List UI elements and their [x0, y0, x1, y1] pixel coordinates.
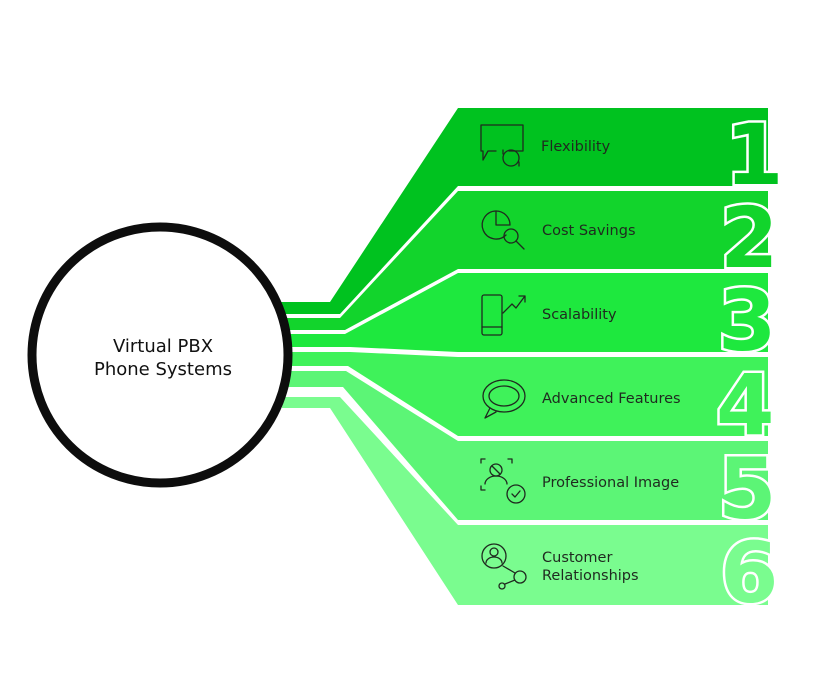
- ribbon-4-shape: [288, 352, 768, 436]
- ribbon-5-shape: [286, 371, 768, 520]
- chat-refresh-icon: [480, 124, 524, 167]
- ribbon-3-number: 3: [718, 272, 776, 370]
- ribbon-3-shape: [286, 273, 768, 352]
- profile-check-icon: [480, 458, 526, 504]
- hub-title-line1: Virtual PBX: [113, 336, 213, 357]
- ribbon-2-number: 2: [720, 189, 778, 287]
- hub-title-line2: Phone Systems: [94, 359, 232, 380]
- pie-chart-search-icon: [481, 210, 525, 250]
- phone-growth-icon: [481, 294, 526, 336]
- user-network-icon: [481, 543, 527, 590]
- ribbon-6-shape: [282, 397, 768, 605]
- ribbon-1-number: 1: [725, 106, 783, 204]
- ribbon-2-shape: [283, 191, 768, 330]
- ribbon-6-label-line1: Customer: [542, 550, 612, 566]
- ribbon-4-label: Advanced Features: [542, 391, 681, 407]
- ribbon-5-number: 5: [718, 440, 776, 538]
- ribbon-4: 4 Advanced Features: [288, 352, 777, 457]
- ribbon-1: 1 Flexibility: [280, 104, 786, 314]
- ribbon-6-number: 6: [720, 524, 778, 622]
- hub: Virtual PBX Phone Systems: [27, 222, 293, 488]
- ribbon-1-shape: [280, 108, 768, 314]
- speech-bubble-icon: [482, 379, 526, 419]
- ribbon-4-number: 4: [716, 356, 774, 454]
- ribbon-5-label: Professional Image: [542, 475, 679, 491]
- ribbon-3-label: Scalability: [542, 307, 617, 323]
- ribbon-2-label: Cost Savings: [542, 223, 636, 239]
- ribbon-2: 2 Cost Savings: [283, 187, 781, 330]
- ribbon-6: 6 Customer Relationships: [282, 397, 781, 625]
- ribbon-3: 3 Scalability: [286, 270, 779, 373]
- ribbon-6-label-line2: Relationships: [542, 568, 639, 584]
- ribbon-5: 5 Professional Image: [286, 371, 779, 541]
- ribbon-1-label: Flexibility: [541, 139, 611, 155]
- hub-ring: [27, 222, 293, 488]
